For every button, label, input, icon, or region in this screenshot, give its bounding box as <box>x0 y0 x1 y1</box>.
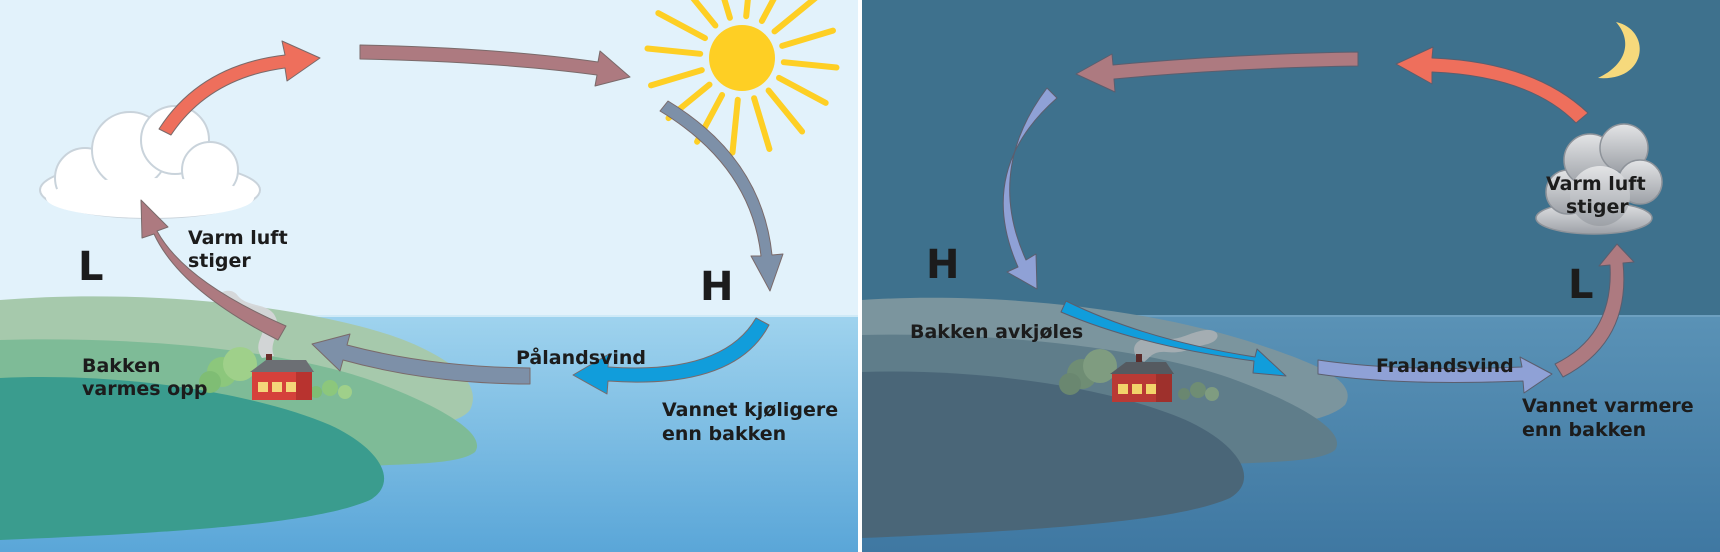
moon-icon <box>1598 22 1640 79</box>
day-land-front <box>0 377 385 540</box>
sun-ray <box>780 59 840 71</box>
sun-ray <box>655 10 708 42</box>
sun-ray <box>729 96 741 156</box>
day-chimney-smoke-icon <box>218 290 278 358</box>
sun-icon <box>644 0 840 156</box>
day-water-label-line1: Vannet kjøligere <box>662 399 838 421</box>
sun-ray <box>743 0 751 20</box>
sun-ray <box>644 45 704 57</box>
day-land-label-line1: Bakken <box>82 355 160 377</box>
day-airflow-arrows <box>140 40 784 395</box>
night-water-label-line2: enn bakken <box>1522 419 1646 441</box>
night-high-pressure-label: H <box>926 242 959 288</box>
day-water-label-line2: enn bakken <box>662 423 786 445</box>
day-arrow-onshore-land <box>311 333 531 385</box>
day-arrow-upper-flow <box>359 44 631 87</box>
night-water-label-line1: Vannet varmere <box>1522 395 1694 417</box>
day-house-scene <box>199 290 352 400</box>
night-cloud-icon <box>1535 123 1663 235</box>
day-arrow-onshore-sea <box>572 317 770 395</box>
day-arrow-rising-land <box>140 199 287 341</box>
day-arrow-rising-from-cloud <box>158 40 321 136</box>
night-cloud-label-line2: stiger <box>1566 196 1629 218</box>
day-cloud-icon <box>39 105 261 219</box>
sun-ray <box>751 95 773 152</box>
night-arrow-offshore-land <box>1060 300 1287 377</box>
night-arrow-rising-sea <box>1554 243 1635 378</box>
night-arrow-upper-flow <box>1075 51 1359 93</box>
night-airflow-arrows <box>1002 46 1635 394</box>
day-high-pressure-label: H <box>700 264 733 310</box>
sun-ray <box>765 87 806 135</box>
sun-ray <box>721 0 733 21</box>
sun-ray <box>776 74 829 106</box>
night-land-front <box>862 371 1245 538</box>
day-arrow-sinking <box>659 100 784 292</box>
sun-ray <box>648 67 705 89</box>
sun-ray <box>771 0 818 35</box>
sun-ray <box>690 0 719 29</box>
night-arrow-sinking <box>1002 87 1058 290</box>
day-land-label-line2: varmes opp <box>82 378 207 400</box>
day-panel: L H Varm luft stiger Bakken varmes opp P… <box>0 0 860 552</box>
day-cloud-label-line2: stiger <box>188 250 251 272</box>
night-low-pressure-label: L <box>1568 262 1594 308</box>
sun-ray <box>779 27 836 49</box>
day-wind-label: Pålandsvind <box>516 345 646 369</box>
night-arrow-offshore-sea <box>1317 356 1553 394</box>
night-wind-label: Fralandsvind <box>1376 355 1514 377</box>
night-cloud-label-line1: Varm luft <box>1546 173 1646 195</box>
night-land-label: Bakken avkjøles <box>910 321 1083 343</box>
night-panel: H L Varm luft stiger Bakken avkjøles Fra… <box>862 0 1720 552</box>
day-cloud-label-line1: Varm luft <box>188 227 288 249</box>
sun-ray <box>758 0 777 24</box>
panel-divider <box>858 0 862 552</box>
night-arrow-rising-from-cloud <box>1395 46 1589 124</box>
day-low-pressure-label: L <box>78 244 104 290</box>
